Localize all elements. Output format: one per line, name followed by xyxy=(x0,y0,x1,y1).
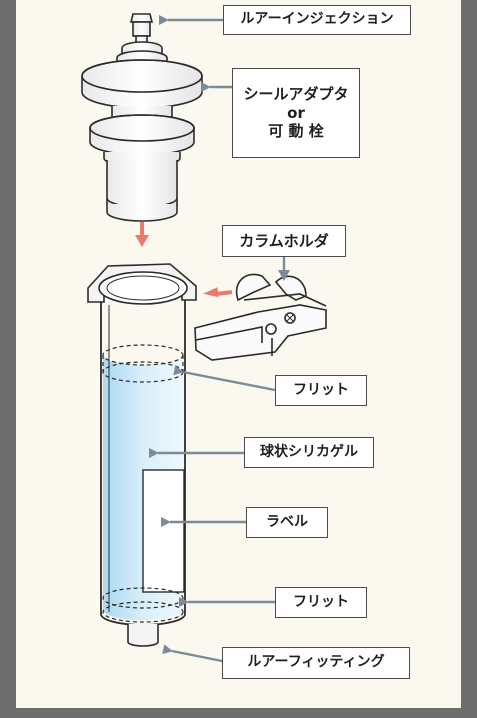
insert-arrows xyxy=(135,222,233,298)
label-frit-top: フリット xyxy=(275,375,367,406)
label-luer-injection: ルアーインジェクション xyxy=(223,5,411,35)
movable-plug-text: 可 動 栓 xyxy=(268,122,324,141)
label-seal-adapter: シールアダプタ or 可 動 栓 xyxy=(232,68,360,158)
silica-gel-text: 球状シリカゲル xyxy=(260,443,358,460)
label-frit-bottom: フリット xyxy=(275,587,367,618)
frit-top-text: フリット xyxy=(293,381,349,398)
luer-fitting-text: ルアーフィッティング xyxy=(247,654,385,671)
frit-bottom-text: フリット xyxy=(293,593,349,610)
holder-pointer xyxy=(278,270,290,281)
seal-adapter-text: シールアダプタ xyxy=(243,84,349,103)
column-holder-text: カラムホルダ xyxy=(239,231,329,250)
luer-injection-text: ルアーインジェクション xyxy=(240,11,394,28)
label-sheet-text: ラベル xyxy=(266,513,308,530)
leader-arrows xyxy=(149,15,286,663)
column-body xyxy=(87,263,197,647)
label-luer-fitting: ルアーフィッティング xyxy=(222,647,410,679)
label-silica-gel: 球状シリカゲル xyxy=(244,437,374,468)
seal-adapter-assembly xyxy=(81,13,203,222)
label-label-sheet: ラベル xyxy=(246,507,328,538)
label-column-holder: カラムホルダ xyxy=(222,225,346,257)
or-text: or xyxy=(287,103,305,122)
column-holder xyxy=(194,273,327,361)
